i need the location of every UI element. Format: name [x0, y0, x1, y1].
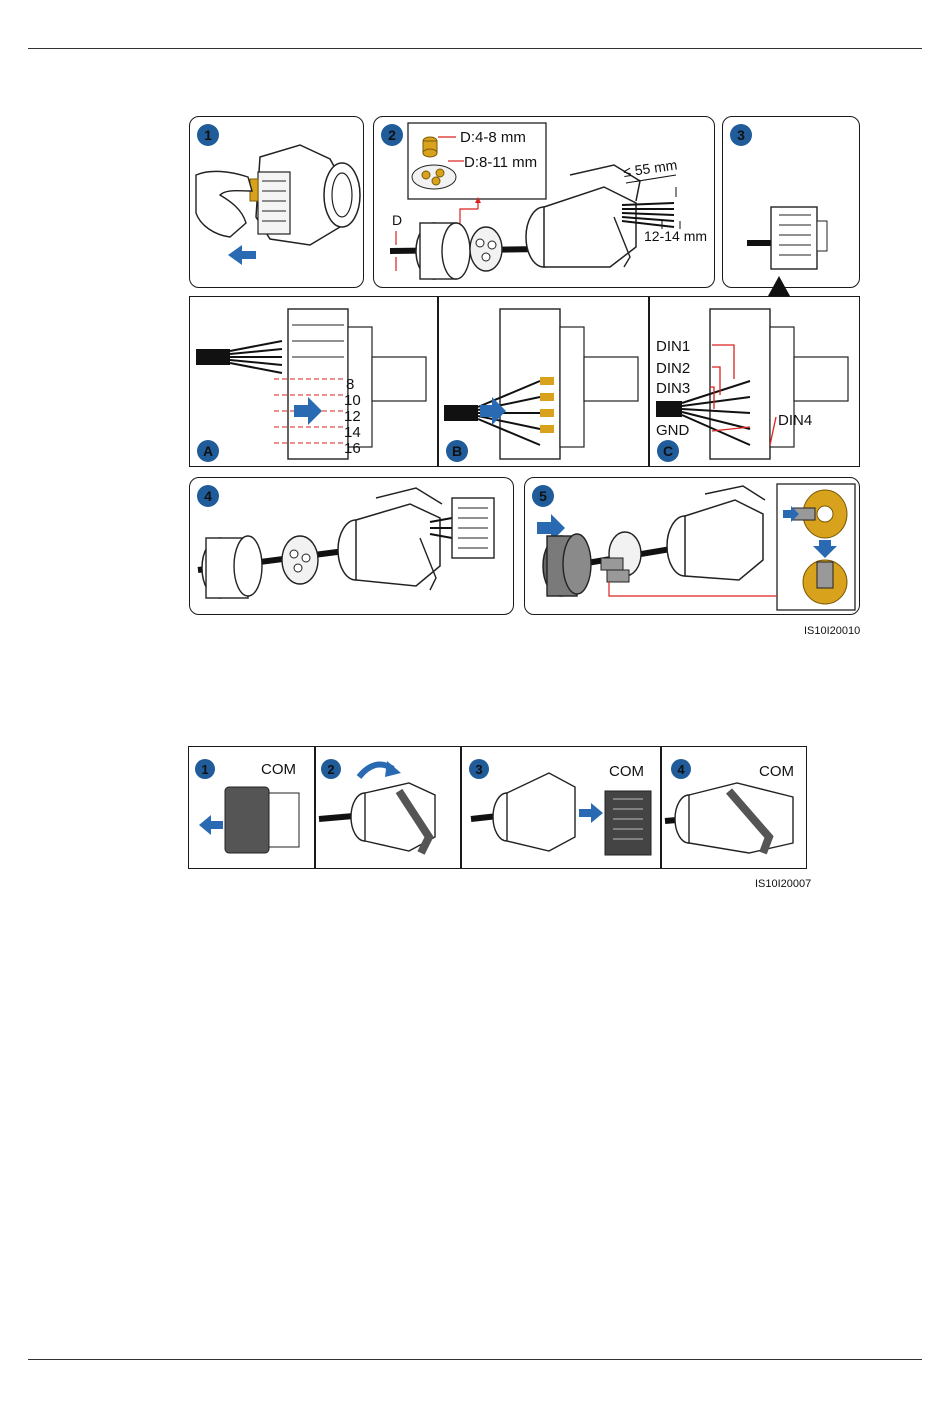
header-rule	[28, 48, 922, 49]
substep-a-badge: A	[203, 443, 213, 459]
signal-din1: DIN1	[656, 338, 690, 355]
step-3-panel: 3	[722, 116, 860, 288]
com-label-4: COM	[759, 763, 794, 780]
pin-10: 10	[344, 392, 361, 409]
seal-plug-illustration: 5	[525, 478, 861, 616]
step-4-badge: 4	[204, 488, 212, 504]
step-1-panel: 1	[189, 116, 364, 288]
com-step-3-badge: 3	[475, 762, 482, 777]
step-5-panel: 5	[524, 477, 860, 615]
figure-connect-com-port: 1 COM 2 3 COM 4 COM	[188, 746, 807, 869]
pin-14: 14	[344, 424, 361, 441]
com-step-2-badge: 2	[327, 762, 334, 777]
wiring-panel: A 8 10 12 14 16 B	[189, 296, 860, 467]
pin-12: 12	[344, 408, 361, 425]
step-1-badge: 1	[204, 127, 212, 143]
signal-gnd: GND	[656, 422, 690, 439]
step-3-badge: 3	[737, 127, 745, 143]
step-2-panel: 2 D:4-8 mm D:8-11 mm D	[373, 116, 715, 288]
assemble-connector-illustration: 4	[190, 478, 515, 616]
substep-c-badge: C	[663, 443, 673, 459]
figure1-code: IS10I20010	[804, 625, 860, 637]
footer-rule	[28, 1359, 922, 1360]
step-2-badge: 2	[388, 127, 396, 143]
com-label-3: COM	[609, 763, 644, 780]
diameter-label: D	[392, 212, 402, 228]
step-4-panel: 4	[189, 477, 514, 615]
crimp-terminal-illustration: 3	[723, 117, 861, 289]
signal-din2: DIN2	[656, 360, 690, 377]
signal-din3: DIN3	[656, 380, 690, 397]
pin-8: 8	[346, 376, 354, 393]
com-port-steps-illustration: 1 COM 2 3 COM 4 COM	[189, 747, 808, 870]
com-step-1-badge: 1	[201, 762, 208, 777]
hole-diameter-large: D:8-11 mm	[464, 154, 537, 171]
terminal-wiring-illustration: A 8 10 12 14 16 B	[190, 297, 861, 468]
wire-strip-label: 12-14 mm	[644, 228, 707, 244]
remove-terminal-illustration: 1	[190, 117, 365, 289]
cable-preparation-illustration: 2 D:4-8 mm D:8-11 mm D	[374, 117, 716, 289]
pin-16: 16	[344, 440, 361, 457]
com-label-1: COM	[261, 761, 296, 778]
substep-b-badge: B	[452, 443, 462, 459]
signal-din4: DIN4	[778, 412, 812, 429]
figure2-code: IS10I20007	[755, 878, 811, 890]
step-5-badge: 5	[539, 488, 547, 504]
hole-diameter-small: D:4-8 mm	[460, 129, 526, 146]
com-step-4-badge: 4	[677, 762, 685, 777]
